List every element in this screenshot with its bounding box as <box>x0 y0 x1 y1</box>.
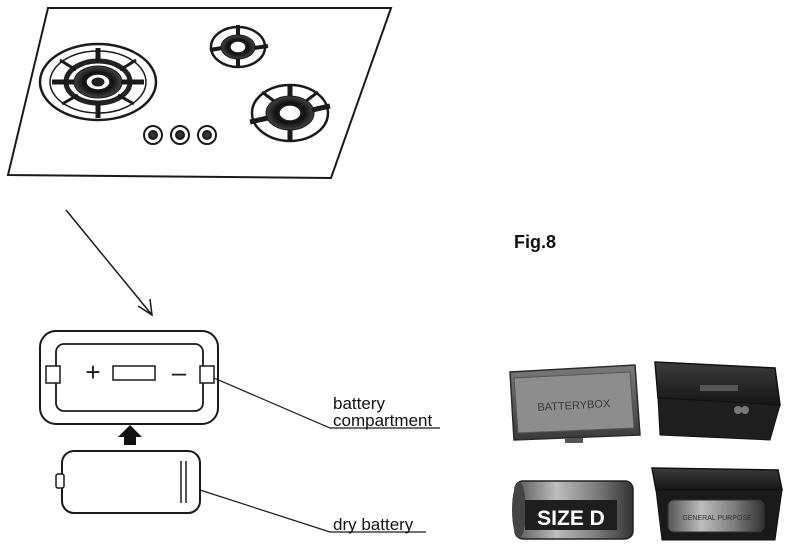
photo-size-d-battery: SIZE D <box>512 480 634 540</box>
battery-compartment-diagram <box>39 330 219 425</box>
gas-hob-illustration <box>6 7 393 180</box>
battery-box-lid-text: BATTERYBOX <box>537 398 611 414</box>
photo-battery-box-with-cell: GENERAL PURPOSE <box>651 467 783 541</box>
callout-dry-battery: dry battery <box>333 515 414 534</box>
dry-battery-drawing <box>55 450 201 514</box>
photo-battery-box-open <box>654 361 781 441</box>
callout-battery-compartment-line2: compartment <box>333 411 433 430</box>
battery-symbol-body <box>112 365 156 381</box>
photo-battery-box-closed: BATTERYBOX <box>509 364 641 443</box>
callout-battery-compartment-line1: battery <box>333 394 385 413</box>
figure-label: Fig.8 <box>514 232 557 252</box>
medium-burner <box>249 83 331 143</box>
insert-arrow-icon <box>118 425 142 445</box>
callout-leaders <box>199 377 440 533</box>
battery-size-text: SIZE D <box>537 507 605 530</box>
plus-symbol: + <box>85 357 100 387</box>
battery-label-text: GENERAL PURPOSE <box>682 515 752 522</box>
minus-symbol: – <box>172 357 187 387</box>
pointer-arrow <box>65 209 153 317</box>
small-burner <box>209 25 269 69</box>
control-knobs <box>143 125 217 145</box>
hob-glass-top <box>6 7 393 180</box>
compartment-outer <box>39 330 219 425</box>
terminal-left <box>45 365 61 384</box>
large-burner <box>38 42 158 122</box>
terminal-right <box>199 365 215 384</box>
